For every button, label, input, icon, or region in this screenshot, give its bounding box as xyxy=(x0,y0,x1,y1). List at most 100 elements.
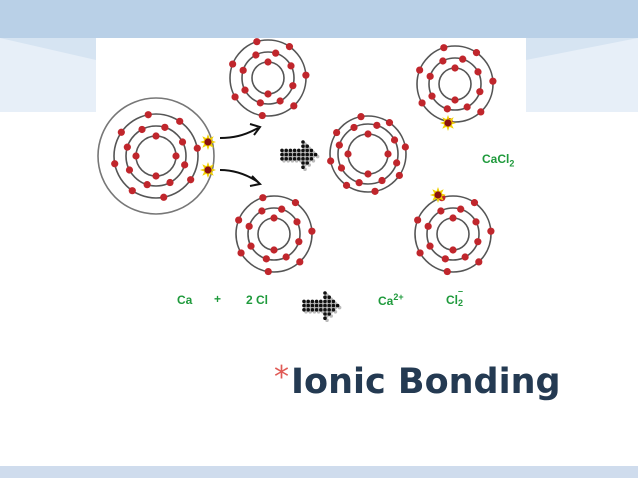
electron xyxy=(252,51,260,59)
arrow-dot xyxy=(280,148,284,153)
electron xyxy=(256,99,264,107)
electron xyxy=(357,113,365,121)
arrow-dot xyxy=(309,148,314,153)
arrow-dot xyxy=(305,144,309,148)
electron xyxy=(308,227,316,235)
electron xyxy=(393,159,401,167)
electron xyxy=(270,246,278,254)
arrow-dot xyxy=(327,295,331,300)
electron xyxy=(342,181,351,189)
electron xyxy=(443,267,451,276)
arrow-dot xyxy=(306,303,310,308)
arrow-dot xyxy=(301,165,305,169)
electron xyxy=(291,199,300,207)
electron xyxy=(390,136,399,144)
electron xyxy=(426,72,434,80)
electron xyxy=(302,71,310,79)
transferred-electron xyxy=(434,191,442,199)
equation-product-chloride-charge: – xyxy=(458,286,464,296)
arrow-dot xyxy=(297,152,301,157)
electron xyxy=(282,253,290,261)
electron xyxy=(395,171,403,180)
electron xyxy=(335,141,343,149)
arrow-dot xyxy=(301,152,305,157)
electron xyxy=(231,93,239,101)
electron xyxy=(451,64,459,72)
equation-product-chloride-subscript: 2 xyxy=(458,298,464,308)
transferred-electron xyxy=(204,166,212,174)
arrow-dot xyxy=(327,299,331,304)
electron xyxy=(459,55,467,63)
electron xyxy=(258,111,266,120)
arrow-dot xyxy=(302,308,306,312)
slide-title: *Ionic Bonding xyxy=(274,360,561,402)
electron xyxy=(258,207,266,215)
electron xyxy=(285,43,294,51)
electron xyxy=(181,161,189,169)
bottom-band xyxy=(0,466,638,478)
electron xyxy=(132,152,140,160)
electron xyxy=(152,132,160,140)
transferred-electron xyxy=(444,119,452,127)
diagram-panel xyxy=(96,38,526,334)
title-marker: * xyxy=(274,360,289,395)
arrow-dot xyxy=(310,299,315,304)
electron xyxy=(262,255,270,263)
arrow-dot xyxy=(301,140,305,144)
electron xyxy=(384,150,392,158)
electron xyxy=(457,205,465,213)
dotted-right-arrow-icon xyxy=(302,291,342,323)
electron-shell xyxy=(247,207,301,261)
electron xyxy=(364,130,372,138)
electron xyxy=(144,111,152,119)
electron xyxy=(264,90,272,98)
electron xyxy=(245,222,253,230)
arrow-dot xyxy=(297,148,301,153)
arrow-dot xyxy=(288,157,293,161)
arrow-dot xyxy=(319,299,323,304)
calcium-ion xyxy=(327,113,409,195)
electron xyxy=(143,181,151,189)
electron xyxy=(337,164,346,172)
arrow-dot xyxy=(319,308,323,312)
electron xyxy=(475,258,483,266)
arrow-dot xyxy=(314,303,319,308)
electron xyxy=(449,214,457,222)
molecule-label: CaCl2 xyxy=(482,152,514,170)
electron xyxy=(443,105,451,113)
electron xyxy=(123,143,131,151)
electron xyxy=(272,49,280,57)
electron-shell xyxy=(428,57,482,111)
arrow-dot xyxy=(323,303,327,308)
arrow-dot xyxy=(323,308,327,312)
electron xyxy=(161,123,169,131)
arrow-dot xyxy=(301,148,305,153)
electron xyxy=(378,176,386,185)
electron xyxy=(247,242,255,250)
arrow-dot xyxy=(327,312,331,316)
arrow-dot xyxy=(292,148,297,153)
electron xyxy=(259,194,267,202)
electron xyxy=(293,218,301,226)
electron xyxy=(373,121,381,129)
electron xyxy=(350,123,358,132)
arrow-dot xyxy=(305,157,309,161)
arrow-dot xyxy=(323,291,327,295)
arrow-dot xyxy=(280,152,284,157)
electron xyxy=(463,103,471,111)
ionic-bonding-diagram xyxy=(96,38,526,334)
equation-reactant-calcium: Ca xyxy=(177,293,193,307)
electron xyxy=(187,176,195,184)
arrow-dot xyxy=(305,161,309,165)
arrow-dot xyxy=(284,152,288,157)
electron xyxy=(270,214,278,222)
electron xyxy=(264,58,272,66)
electron xyxy=(474,238,482,246)
top-band-light-strip xyxy=(0,0,638,38)
arrow-dot xyxy=(323,312,327,316)
arrow-dot xyxy=(301,144,305,148)
electron xyxy=(476,88,484,96)
transfer-arrow-top-head xyxy=(249,123,262,136)
